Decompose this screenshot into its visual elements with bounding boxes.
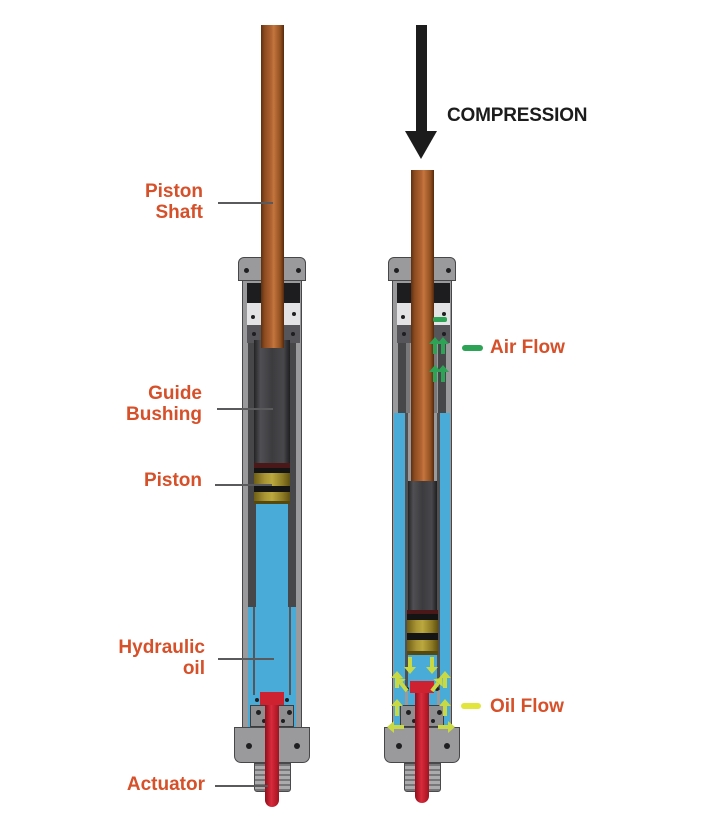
seal-detail <box>442 332 446 336</box>
piston <box>254 463 290 504</box>
reserve-oil <box>440 413 450 727</box>
compression-arrow <box>416 25 427 132</box>
seal-detail <box>292 312 296 316</box>
base-bolt <box>444 743 450 749</box>
leader-line <box>218 658 274 660</box>
shaft-seal <box>284 283 300 303</box>
seal-detail <box>442 312 446 316</box>
oil-flow-arrow <box>404 657 416 674</box>
guide-bushing <box>408 481 437 610</box>
air-flow-dash <box>462 345 483 351</box>
seal-detail <box>291 332 295 336</box>
valve-bolt <box>281 719 285 723</box>
base-bolt <box>246 743 252 749</box>
label-actuator: Actuator <box>126 774 205 795</box>
piston-shaft-rod <box>261 25 284 348</box>
base-bolt <box>294 743 300 749</box>
air-flow-bar <box>433 317 447 322</box>
leader-line <box>215 785 268 787</box>
valve-detail <box>435 687 439 691</box>
pressure-tube-wall <box>398 343 406 413</box>
cap-bolt <box>296 268 301 273</box>
seal-detail <box>251 315 255 319</box>
label-piston-shaft: Piston Shaft <box>144 181 203 223</box>
tube-wall-line <box>253 607 255 695</box>
air-flow-arrow <box>429 365 441 382</box>
valve-bolt <box>287 710 292 715</box>
valve-bolt <box>256 710 261 715</box>
valve-detail <box>255 698 259 702</box>
leader-line <box>217 408 273 410</box>
reserve-oil <box>394 413 405 727</box>
label-air-flow: Air Flow <box>490 337 565 358</box>
label-oil-flow: Oil Flow <box>490 696 564 717</box>
oil-flow-arrow <box>391 699 403 716</box>
pressure-tube-wall <box>288 343 296 607</box>
oil-flow-arrow <box>438 725 448 729</box>
tube-wall-line <box>437 413 440 690</box>
guide-bushing <box>254 340 290 463</box>
shaft-seal <box>397 283 411 303</box>
oil-flow-arrow <box>439 671 451 688</box>
label-hydraulic-oil: Hydraulic oil <box>118 637 205 679</box>
air-flow-arrow <box>429 337 441 354</box>
seal-retainer <box>397 303 411 325</box>
leader-line <box>218 202 273 204</box>
compression-arrow-head <box>405 131 437 159</box>
actuator-rod <box>415 681 429 803</box>
shaft-seal <box>434 283 450 303</box>
piston-shaft-rod <box>411 170 434 481</box>
oil-flow-arrow <box>391 671 403 688</box>
base-bolt <box>396 743 402 749</box>
oil-flow-arrow <box>426 657 438 674</box>
air-flow-arrow <box>437 365 449 382</box>
air-channel <box>406 343 410 413</box>
tube-wall-line <box>289 607 291 695</box>
valve-detail <box>285 698 289 702</box>
shaft-seal <box>247 283 261 303</box>
valve-bolt <box>262 719 266 723</box>
actuator-cap <box>260 692 284 705</box>
seal-detail <box>252 332 256 336</box>
cap-bolt <box>446 268 451 273</box>
label-piston: Piston <box>143 470 202 491</box>
valve-bolt <box>437 710 442 715</box>
seal-retainer <box>247 303 261 325</box>
seal-detail <box>401 315 405 319</box>
air-flow-arrow <box>437 337 449 354</box>
actuator-cap <box>410 681 434 693</box>
seal-detail <box>402 332 406 336</box>
hydraulic-oil-chamber <box>256 504 288 607</box>
label-compression: COMPRESSION <box>447 105 588 126</box>
cap-bolt <box>394 268 399 273</box>
tube-wall-line <box>405 413 408 690</box>
label-guide-bushing: Guide Bushing <box>126 383 202 425</box>
valve-bolt <box>406 710 411 715</box>
valve-bolt <box>431 719 435 723</box>
piston <box>407 610 438 655</box>
pressure-tube-wall <box>248 343 256 607</box>
oil-flow-dash <box>461 703 481 709</box>
oil-flow-arrow <box>439 699 451 716</box>
valve-bolt <box>412 719 416 723</box>
leader-line <box>215 484 272 486</box>
oil-flow-arrow <box>394 725 404 729</box>
actuator-rod <box>265 692 279 807</box>
cap-bolt <box>244 268 249 273</box>
